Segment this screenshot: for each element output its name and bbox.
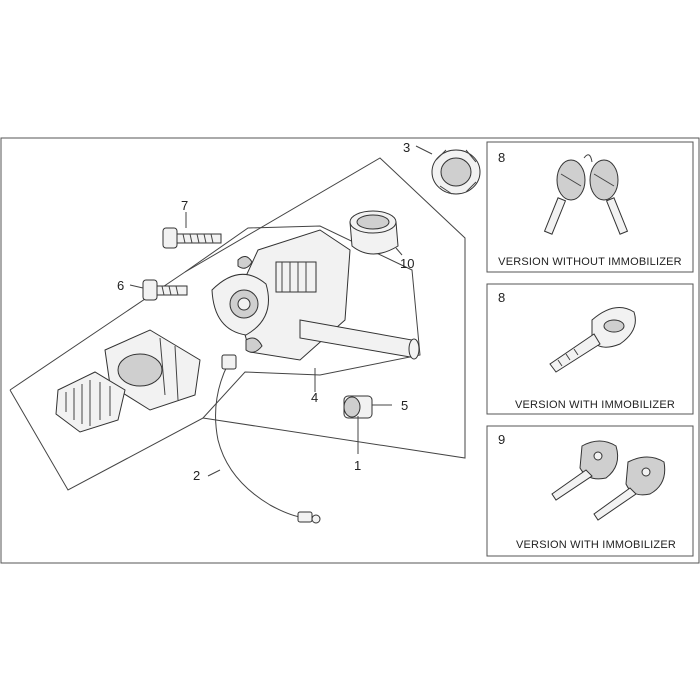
- ring-part: [349, 210, 399, 255]
- callout-4: 4: [311, 390, 318, 405]
- panel-number: 8: [498, 150, 505, 165]
- panel-caption: VERSION WITH IMMOBILIZER: [515, 399, 675, 411]
- bolt-part-7: [162, 227, 222, 249]
- mechanical-keys-illustration: [543, 154, 629, 235]
- cylinder-part-5: [343, 395, 373, 419]
- callout-5: 5: [401, 398, 408, 413]
- remote-keys-illustration: [551, 440, 666, 521]
- panel-number: 8: [498, 290, 505, 305]
- panel-caption: VERSION WITHOUT IMMOBILIZER: [498, 256, 682, 268]
- panel-number: 9: [498, 432, 505, 447]
- panel-keys-with-immobilizer: 9 VERSION WITH IMMOBILIZER: [486, 425, 694, 557]
- callout-3: 3: [403, 140, 410, 155]
- lock-body-part: [211, 229, 420, 361]
- transponder-key-illustration: [549, 307, 636, 373]
- panel-caption: VERSION WITH IMMOBILIZER: [516, 539, 676, 551]
- screw-part-6: [142, 279, 188, 301]
- callout-1: 1: [354, 458, 361, 473]
- callout-7: 7: [181, 198, 188, 213]
- lock-assembly-group: 3 7 6 10 4 5 1 2: [9, 140, 481, 524]
- panel-keys-without-immobilizer: 8 VERSION WITHOUT IMMOBILIZER: [486, 141, 694, 273]
- inner-outline: [184, 225, 421, 419]
- connector-part: [55, 371, 126, 433]
- diagram-frame: [0, 137, 700, 564]
- cap-part: [431, 149, 481, 195]
- callout-10: 10: [400, 256, 414, 271]
- assembly-outline: [9, 157, 466, 491]
- callout-6: 6: [117, 278, 124, 293]
- cable-part-2: [215, 354, 321, 524]
- panel-key-with-immobilizer: 8 VERSION WITH IMMOBILIZER: [486, 283, 694, 415]
- leader-lines: [129, 145, 433, 477]
- callout-2: 2: [193, 468, 200, 483]
